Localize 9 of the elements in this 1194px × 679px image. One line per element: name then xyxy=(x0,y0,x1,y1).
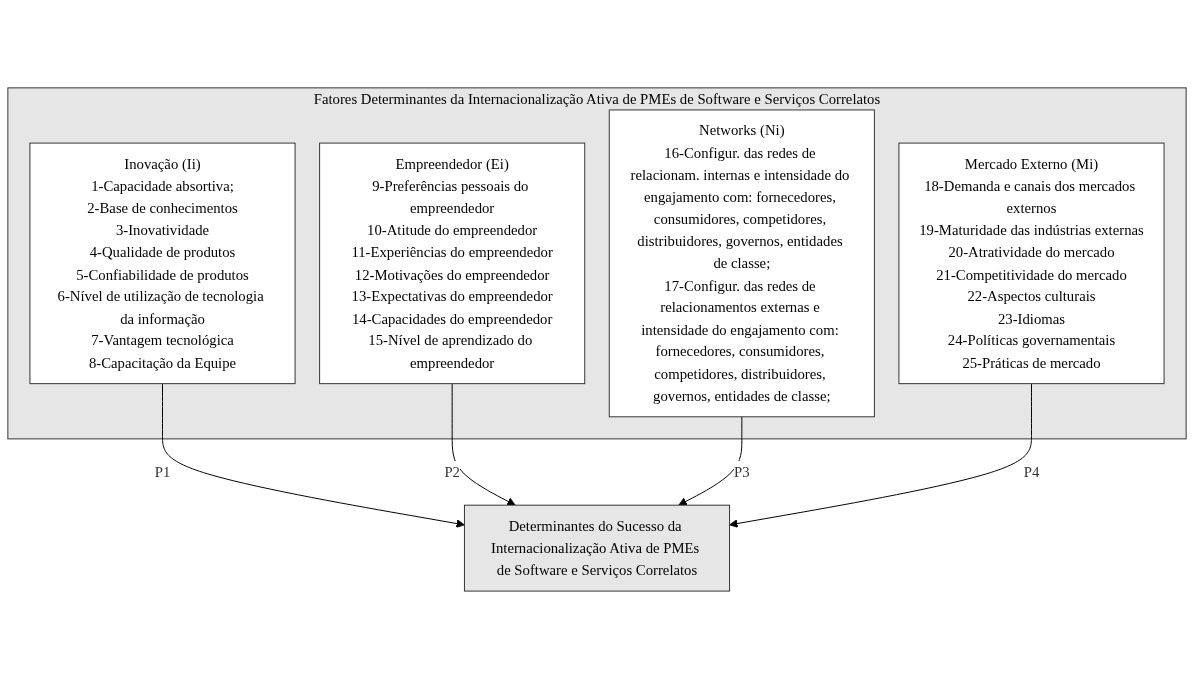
node-box: Inovação (Ii) 1-Capacidade absortiva; 2-Base de conhecimentos 3-Inovatividade 4-Qualidade de produtos 5-Confiabilidade de produtos 6-Nível de utilização de tecnologia da informação 7-Vantagem tecnológica 8-Capacitação da Equipe xyxy=(29,142,296,385)
edge-label: P1 xyxy=(154,463,171,480)
node-box: Networks (Ni) 16-Configur. das redes de relacionam. internas e intensidade do engajamento com: fornecedores, consumidores, competidores, distribuidores, governos, entidades de classe; 17-Configur. das redes de relacionamentos externas e intensidade do engajamento com: fornecedores, consumidores, competidores, distribuidores, governos, entidades de classe; xyxy=(608,109,875,418)
edge-label: P2 xyxy=(444,463,460,480)
edge-label: P3 xyxy=(734,463,750,480)
node-box: Empreendedor (Ei) 9-Preferências pessoais do empreendedor 10-Atitude do empreendedor 11-Experiências do empreendedor 12-Motivações do empreendedor 13-Expectativas do empreendedor 14-Capacidades do empreendedor 15-Nível de aprendizado do empreendedor xyxy=(319,142,586,385)
edge-label: P4 xyxy=(1023,463,1040,480)
node-box: Determinantes do Sucesso da Internacionalização Ativa de PMEs de Software e Serviços Correlatos xyxy=(463,504,731,592)
node-box: Mercado Externo (Mi) 18-Demanda e canais dos mercados externos 19-Maturidade das indústrias externas 20-Atratividade do mercado 21-Competitividade do mercado 22-Aspectos culturais 23-Idiomas 24-Políticas governamentais 25-Práticas de mercado xyxy=(898,142,1165,385)
